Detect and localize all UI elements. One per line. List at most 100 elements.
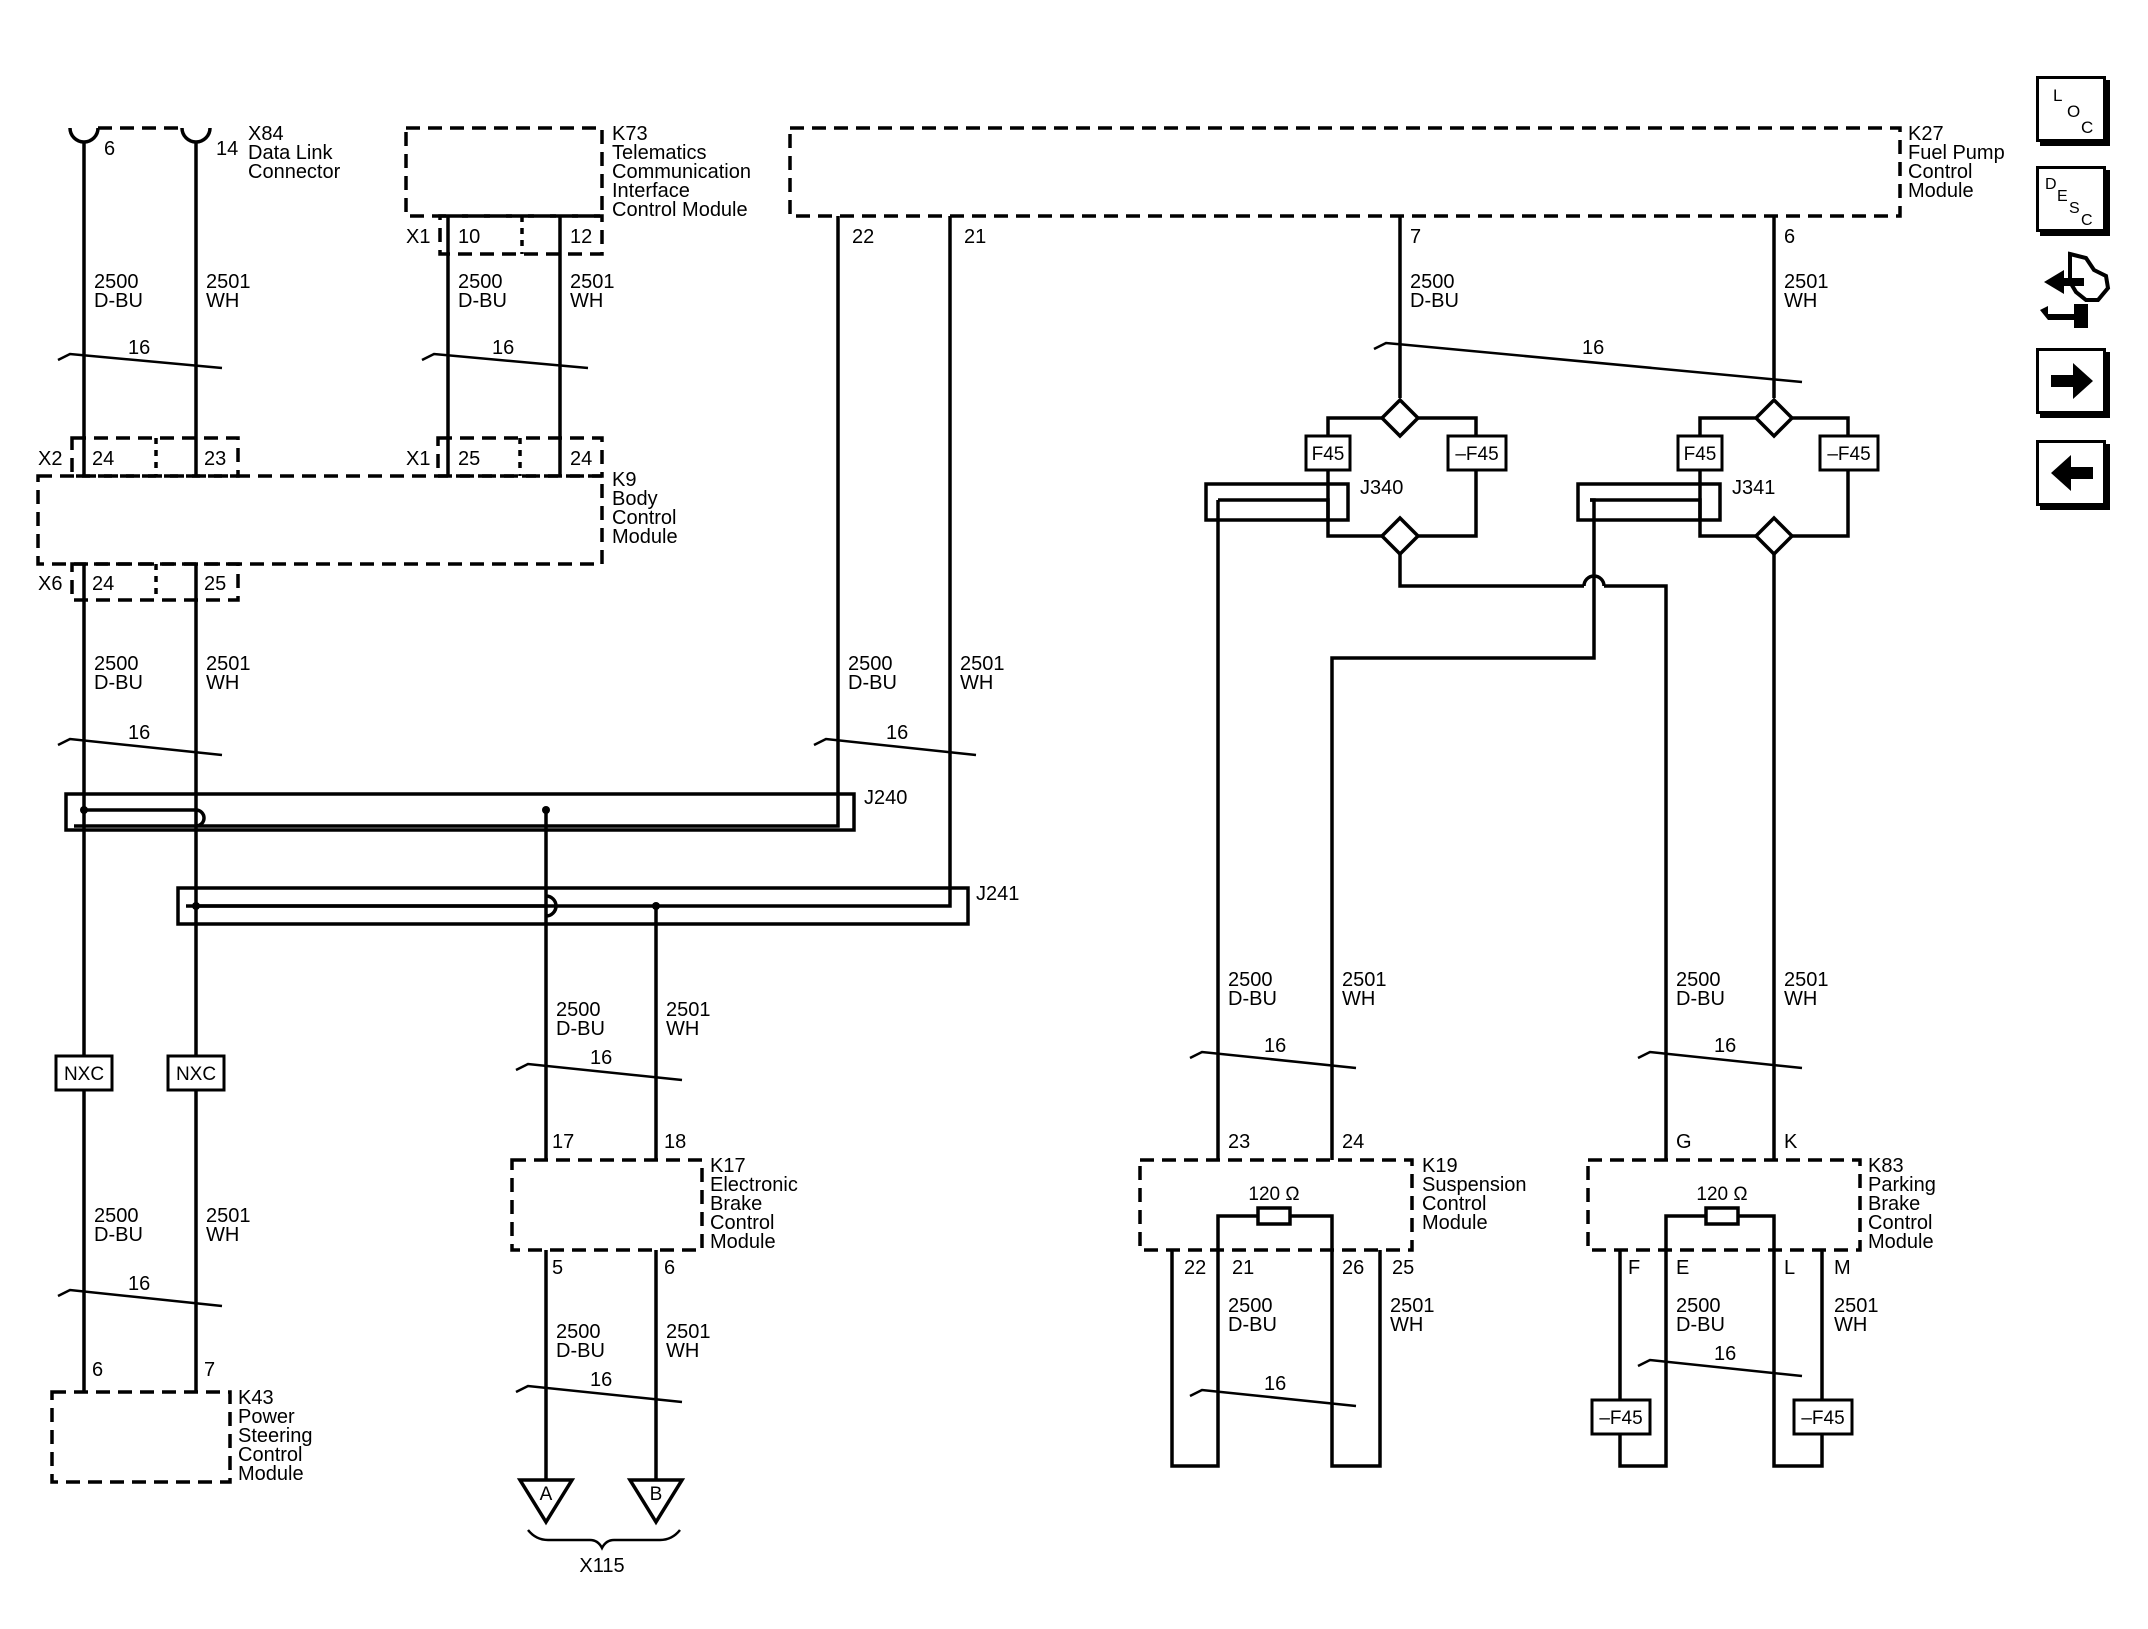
svg-text:K27: K27 [1908, 123, 1944, 145]
svg-text:K19: K19 [1422, 1155, 1458, 1177]
svg-text:–F45: –F45 [1827, 444, 1870, 465]
svg-text:E: E [2057, 188, 2068, 205]
svg-text:21: 21 [1232, 1257, 1254, 1279]
svg-text:K9: K9 [612, 469, 636, 491]
svg-text:25: 25 [1392, 1257, 1414, 1279]
svg-text:Electronic: Electronic [710, 1174, 798, 1196]
location-button[interactable]: L O C [2036, 76, 2106, 142]
svg-text:Module: Module [238, 1463, 304, 1485]
svg-text:17: 17 [552, 1131, 574, 1153]
desc-icon: D E S C [2045, 176, 2093, 229]
svg-text:J341: J341 [1732, 477, 1775, 499]
svg-text:2501: 2501 [570, 271, 615, 293]
splice-to-k17-wires: 2500 D-BU 2501 WH 16 [515, 999, 711, 1082]
svg-text:24: 24 [92, 573, 114, 595]
svg-text:2500: 2500 [848, 653, 893, 675]
connector-repair-icon[interactable] [2036, 248, 2114, 334]
svg-text:–F45: –F45 [1599, 1408, 1642, 1429]
svg-text:K83: K83 [1868, 1155, 1904, 1177]
k19-suspension-control-module: 23 24 120 Ω 22 21 26 25 2500 D-BU 2501 W… [1138, 1131, 1527, 1468]
k9-body-control-module: X2 24 23 X1 25 24 X6 24 25 K9 Body Contr… [36, 436, 678, 602]
svg-text:B: B [650, 1484, 663, 1505]
svg-text:2501: 2501 [1784, 969, 1829, 991]
svg-text:Module: Module [1908, 180, 1974, 202]
svg-text:Module: Module [710, 1231, 776, 1253]
svg-text:23: 23 [1228, 1131, 1250, 1153]
k27-fuel-pump-control-module: 22 21 7 6 K27 Fuel Pump Control Module [788, 123, 2005, 248]
svg-text:5: 5 [552, 1257, 563, 1279]
previous-page-button[interactable] [2036, 440, 2106, 506]
svg-text:7: 7 [204, 1359, 215, 1381]
svg-text:16: 16 [1264, 1035, 1286, 1057]
svg-text:X84: X84 [248, 123, 284, 145]
svg-text:X6: X6 [38, 573, 62, 595]
svg-text:J240: J240 [864, 787, 907, 809]
svg-text:K: K [1784, 1131, 1798, 1153]
svg-text:2501: 2501 [1834, 1295, 1879, 1317]
svg-text:2501: 2501 [666, 1321, 711, 1343]
svg-text:J340: J340 [1360, 477, 1403, 499]
svg-text:16: 16 [1714, 1343, 1736, 1365]
svg-text:2500: 2500 [1228, 1295, 1273, 1317]
svg-text:2501: 2501 [206, 271, 251, 293]
svg-text:Control: Control [1868, 1212, 1932, 1234]
svg-text:Control: Control [710, 1212, 774, 1234]
x84-data-link-connector: 6 14 X84 Data Link Connector [68, 123, 341, 183]
svg-text:14: 14 [216, 138, 238, 160]
svg-text:D-BU: D-BU [94, 290, 143, 312]
svg-text:O: O [2067, 102, 2080, 121]
svg-text:2500: 2500 [1676, 969, 1721, 991]
svg-text:2501: 2501 [1784, 271, 1829, 293]
svg-text:X1: X1 [406, 226, 430, 248]
svg-text:WH: WH [206, 290, 239, 312]
svg-text:NXC: NXC [64, 1064, 104, 1085]
splice-j341: F45 –F45 J341 [1576, 397, 1880, 557]
svg-text:2500: 2500 [458, 271, 503, 293]
svg-text:Control: Control [238, 1444, 302, 1466]
svg-text:2501: 2501 [1342, 969, 1387, 991]
svg-text:2500: 2500 [556, 999, 601, 1021]
svg-text:Control Module: Control Module [612, 199, 748, 221]
svg-text:D-BU: D-BU [1228, 988, 1277, 1010]
svg-text:10: 10 [458, 226, 480, 248]
next-page-button[interactable] [2036, 348, 2106, 414]
svg-text:WH: WH [1784, 290, 1817, 312]
svg-text:2500: 2500 [94, 271, 139, 293]
k73-to-k9-wires: 2500 D-BU 2501 WH 16 [421, 216, 615, 476]
svg-text:F: F [1628, 1257, 1640, 1279]
nxc-connectors: NXC NXC [54, 1054, 226, 1092]
svg-text:E: E [1676, 1257, 1689, 1279]
svg-text:WH: WH [1390, 1314, 1423, 1336]
svg-text:D-BU: D-BU [556, 1340, 605, 1362]
j340-j341-distribution-wires [1216, 498, 1776, 1160]
svg-text:6: 6 [664, 1257, 675, 1279]
splice-j241: J241 [176, 883, 1019, 1160]
arrow-left-icon [2051, 455, 2093, 491]
svg-text:21: 21 [964, 226, 986, 248]
x84-to-k9-wires: 2500 D-BU 2501 WH 16 [57, 142, 251, 476]
k17-to-x115-wires: 2500 D-BU 2501 WH 16 [515, 1250, 711, 1480]
svg-text:Body: Body [612, 488, 658, 510]
svg-text:D-BU: D-BU [848, 672, 897, 694]
svg-text:NXC: NXC [176, 1064, 216, 1085]
svg-text:D-BU: D-BU [1228, 1314, 1277, 1336]
svg-text:16: 16 [590, 1047, 612, 1069]
svg-text:2500: 2500 [556, 1321, 601, 1343]
svg-text:Control: Control [612, 507, 676, 529]
k9-output-wires: 2500 D-BU 2501 WH 16 [57, 564, 251, 1060]
svg-text:WH: WH [1342, 988, 1375, 1010]
svg-text:16: 16 [1264, 1373, 1286, 1395]
svg-text:–F45: –F45 [1455, 444, 1498, 465]
svg-text:S: S [2069, 200, 2080, 217]
description-button[interactable]: D E S C [2036, 166, 2106, 232]
svg-text:2500: 2500 [94, 653, 139, 675]
svg-text:F45: F45 [1684, 444, 1717, 465]
svg-text:6: 6 [1784, 226, 1795, 248]
svg-text:G: G [1676, 1131, 1692, 1153]
svg-text:J241: J241 [976, 883, 1019, 905]
svg-text:D: D [2045, 176, 2057, 193]
arrow-right-icon [2051, 363, 2093, 399]
svg-text:120 Ω: 120 Ω [1696, 1184, 1747, 1205]
svg-text:Suspension: Suspension [1422, 1174, 1527, 1196]
